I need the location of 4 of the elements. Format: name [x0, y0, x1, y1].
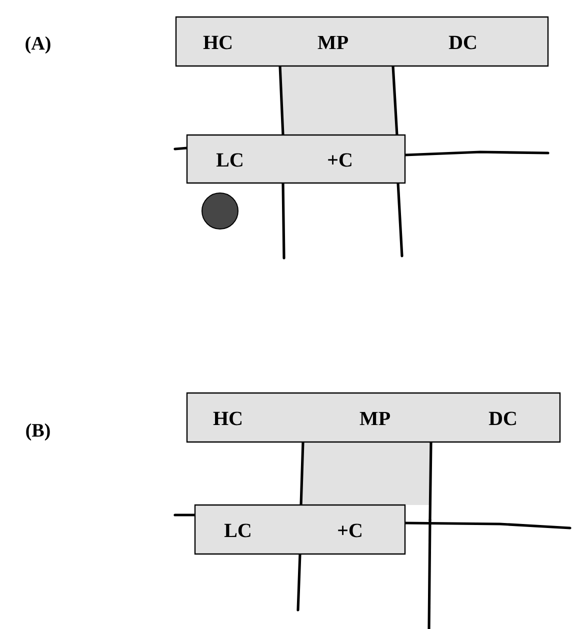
panel-label: (A)	[26, 36, 50, 54]
bar-box: LC +C	[194, 504, 406, 555]
bar-box: LC +C	[186, 134, 406, 184]
panel-label: (B)	[26, 423, 50, 441]
